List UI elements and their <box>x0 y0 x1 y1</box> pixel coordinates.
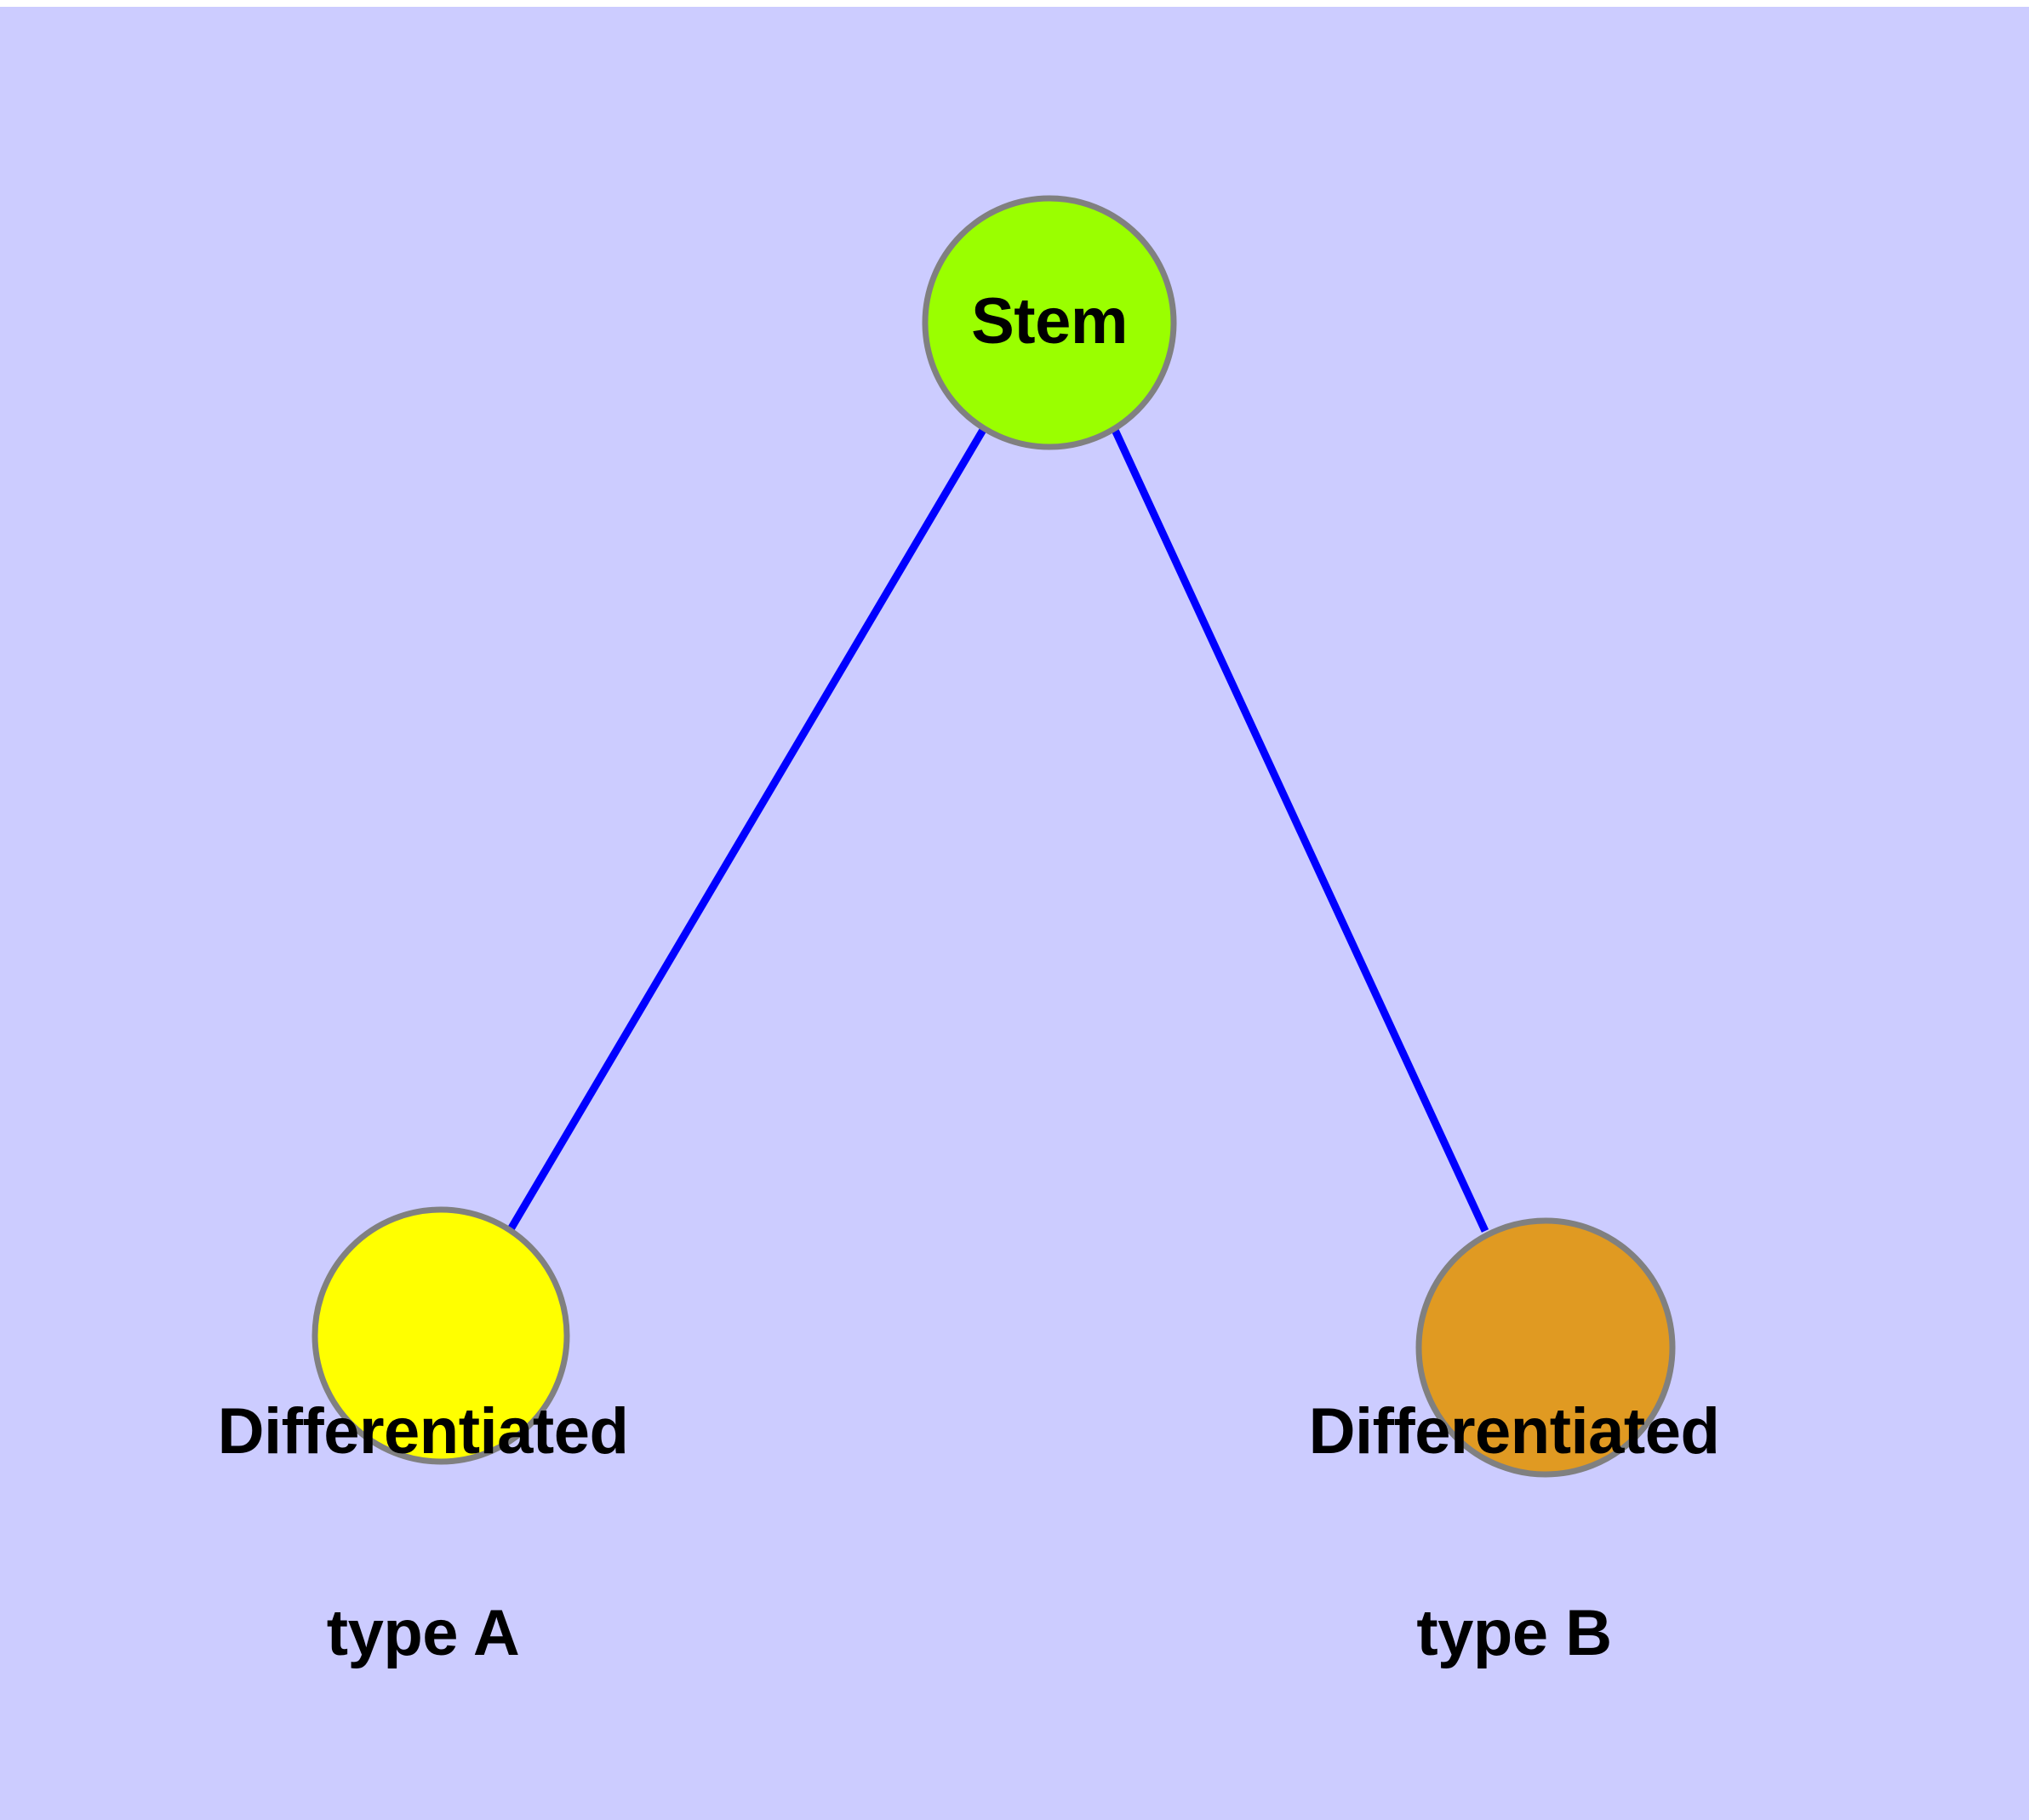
node-stem[interactable] <box>922 195 1177 450</box>
graph-svg <box>311 195 1676 1478</box>
edges-layer <box>507 427 1489 1233</box>
plot-background: Stem Differentiated type A Differentiate… <box>0 7 2029 1820</box>
edge-stem-to-differentiated-b <box>1111 428 1489 1233</box>
edge-stem-to-differentiated-a <box>507 427 986 1232</box>
node-differentiated-type-b[interactable] <box>1415 1217 1676 1478</box>
node-differentiated-type-a[interactable] <box>311 1206 570 1465</box>
nodes-layer <box>311 195 1676 1478</box>
